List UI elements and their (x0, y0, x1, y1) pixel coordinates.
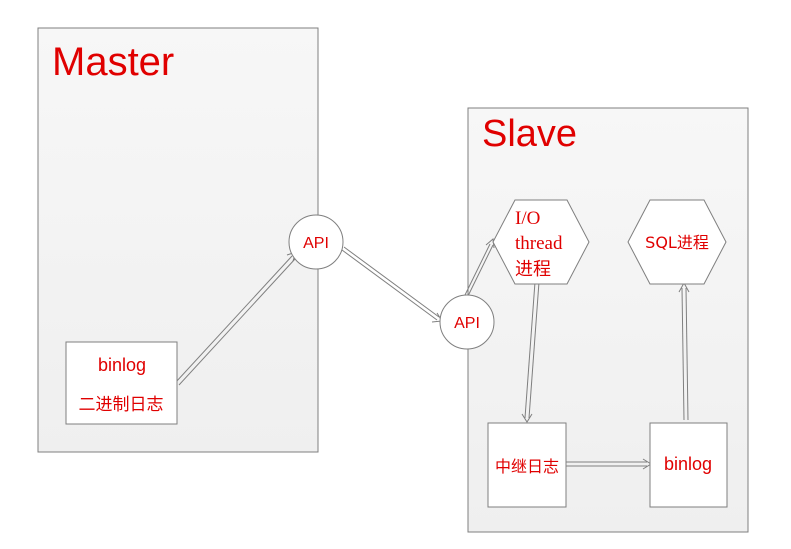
slave-title: Slave (482, 113, 577, 155)
master-api-node: API (288, 214, 344, 270)
slave-binlog-box: binlog (649, 422, 728, 508)
io-thread-line3: 进程 (515, 259, 551, 280)
sql-thread-label: SQL进程 (645, 233, 709, 252)
arrow-slave-api-to-io-thread (464, 238, 495, 297)
io-thread-node: I/O thread 进程 (492, 199, 590, 285)
master-api-label: API (303, 235, 329, 252)
io-thread-line1: I/O (515, 208, 540, 229)
master-title: Master (52, 40, 174, 84)
master-binlog-label: binlog (98, 355, 146, 375)
master-binlog-box: binlog 二进制日志 (65, 341, 178, 425)
slave-api-node: API (439, 294, 495, 350)
slave-api-label: API (454, 315, 480, 332)
relay-log-label: 中继日志 (495, 457, 559, 476)
master-binlog-subtitle: 二进制日志 (79, 395, 164, 415)
slave-binlog-label: binlog (664, 454, 712, 474)
relay-log-box: 中继日志 (487, 422, 567, 508)
connectors (175, 238, 690, 470)
arrow-io-thread-to-relay-log (521, 281, 540, 423)
arrow-master-api-to-slave-api (341, 246, 443, 323)
io-thread-line2: thread (515, 233, 563, 254)
sql-thread-node: SQL进程 (627, 199, 727, 285)
